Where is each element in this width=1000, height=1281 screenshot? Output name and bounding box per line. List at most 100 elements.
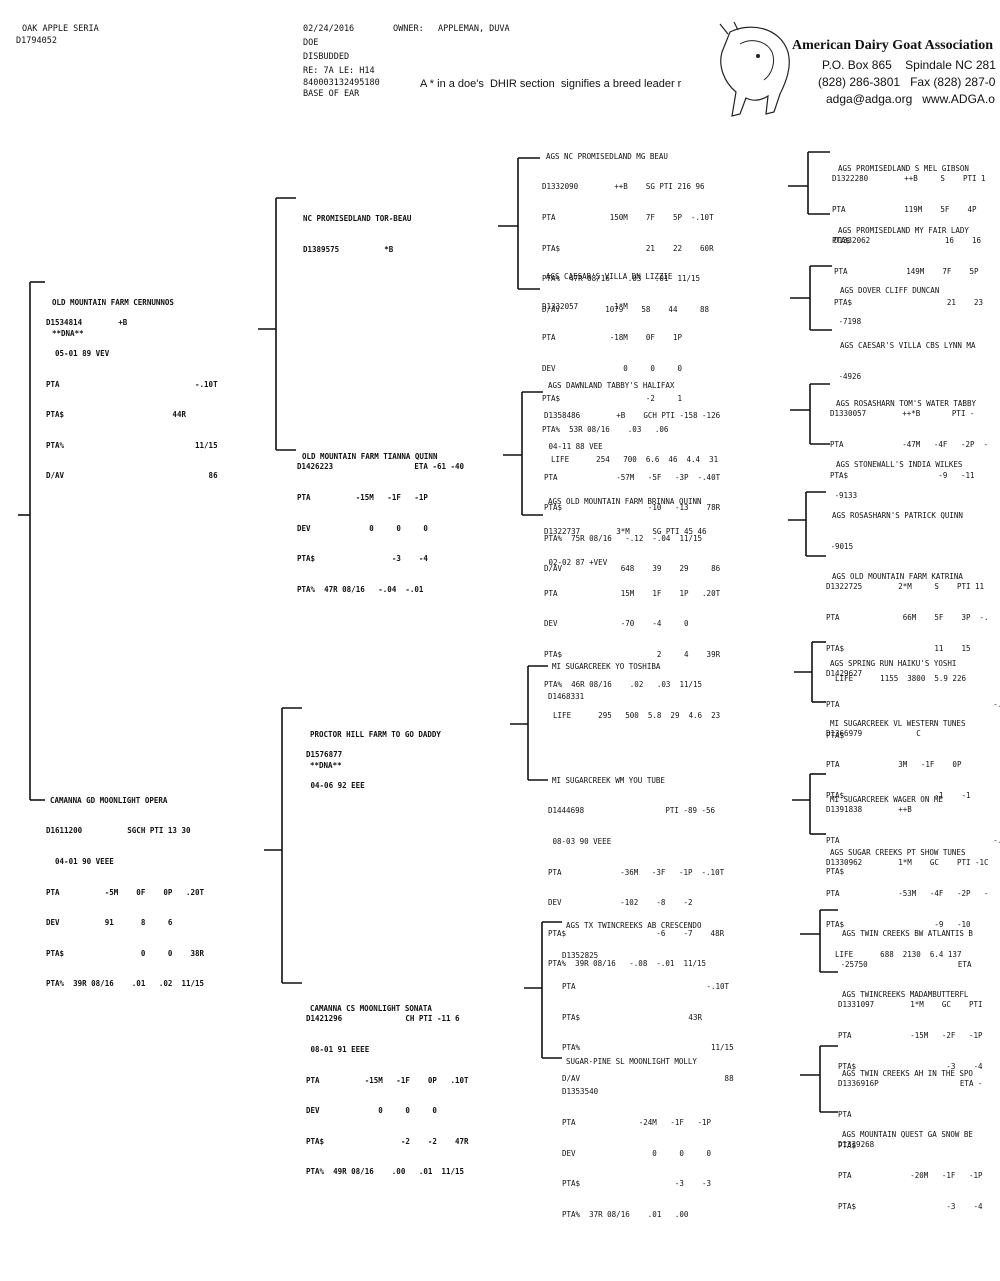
g15-line: PTA$: [838, 1140, 857, 1150]
ssd-line: D1332057 1*M: [542, 302, 628, 312]
ds-line: **DNA**: [310, 761, 342, 771]
ssd-line: LIFE 254 700 6.6 46 4.4 31: [542, 455, 719, 465]
g2-line: PTA$ 21 23: [834, 297, 984, 307]
sire-line: 05-01 89 VEV: [46, 349, 110, 359]
g4-ancestor-13: AGS TWIN CREEKS BW ATLANTIS B D-25750 ET…: [842, 909, 1000, 980]
g13-line: D-25750 ETA: [842, 960, 972, 970]
g8-line: PTA$ 11 15: [826, 643, 971, 653]
dam-line: DEV 91 8 6: [46, 918, 173, 928]
dam-line: PTA% 39R 08/16 .01 .02 11/15: [46, 979, 205, 989]
dds-details: D1352825 PTA -.10T PTA$ 43R PTA% 11/15 D…: [562, 931, 734, 1094]
sss-line: PTA% 47R 08/16 .03 .01 11/15: [542, 274, 701, 284]
g4-ancestor-1-details: D1322280 ++B S PTI 1 PTA 119M 5F 4P PTA$…: [832, 154, 1000, 256]
g8-line: D1322725 2*M S PTI 11: [826, 582, 985, 592]
sds-line: PTA$ -10 -13 78R: [544, 503, 721, 513]
ssd-line: PTA$ -2 1: [542, 394, 682, 404]
dds-line: D1352825: [562, 951, 599, 961]
association-web: adga@adga.org www.ADGA.o: [826, 92, 995, 106]
sss-line: PTA 150M 7F 5P -.10T: [542, 213, 714, 223]
g3-name: AGS DOVER CLIFF DUNCAN: [840, 286, 940, 296]
g7-name: AGS ROSASHARN'S PATRICK QUINN: [832, 511, 963, 521]
g9-name: AGS SPRING RUN HAIKU'S YOSHI: [830, 659, 957, 669]
dds-line: PTA% 11/15: [562, 1043, 734, 1053]
g4-ancestor-11: MI SUGARCREEK WAGER ON ME: [830, 775, 1000, 816]
ssd-line: DEV 0 0 0: [542, 363, 682, 373]
g2-line: D1332062: [834, 236, 871, 246]
ssd-name: AGS CAESAR'S VILLA DN LIZZIE: [546, 272, 673, 281]
association-name: American Dairy Goat Association: [792, 38, 994, 53]
sire-line: **DNA**: [52, 329, 84, 339]
sds-line: 04-11 88 VEE: [544, 442, 603, 452]
ds-line: D1576877: [306, 750, 343, 760]
dd-line: DEV 0 0 0: [306, 1106, 437, 1116]
microchip: 840003132495180: [303, 78, 380, 88]
g9-line: PTA$: [826, 730, 845, 740]
sdd-line: PTA% 46R 08/16 .02 .03 11/15: [544, 680, 703, 690]
ssd-line: PTA -18M 0F 1P: [542, 333, 682, 343]
dam-line: PTA -5M 0F 0P .20T: [46, 887, 205, 897]
dsd-line: D1444698 PTI -89 -56: [548, 806, 716, 816]
dss-line: D1468331: [548, 692, 585, 702]
g10-line: PTA 3M -1F 0P: [826, 760, 962, 770]
g5-line: D1330057 ++*B PTI -: [830, 409, 975, 419]
dsd-line: PTA -36M -3F -1P -.10T: [548, 867, 725, 877]
ddd-line: PTA$ -3 -3: [562, 1179, 712, 1189]
dam-sire-details: D1576877 04-06 92 EEE: [306, 730, 365, 801]
dam-details: D1611200 SGCH PTI 13 30 04-01 90 VEEE PT…: [46, 806, 204, 1000]
sdd-line: DEV -70 -4 0: [544, 619, 689, 629]
dds-line: PTA -.10T: [562, 982, 730, 992]
g10-line: D1366979 C: [826, 729, 921, 739]
sire-block: OLD MOUNTAIN FARM CERNUNNOS **DNA**: [52, 278, 174, 349]
goat-logo-icon: [719, 22, 790, 117]
dam-name: CAMANNA GD MOONLIGHT OPERA: [50, 796, 168, 805]
sds-line: PTA% 75R 08/16 -.12 -.04 11/15: [544, 533, 703, 543]
g4-ancestor-10: MI SUGARCREEK VL WESTERN TUNES: [830, 699, 1000, 740]
g4-ancestor-8: AGS OLD MOUNTAIN FARM KATRINA: [832, 552, 1000, 593]
ddd-line: PTA -24M -1F -1P: [562, 1118, 712, 1128]
ddd-line: DEV 0 0 0: [562, 1148, 712, 1158]
g4-ancestor-3: AGS DOVER CLIFF DUNCAN D-7198: [840, 266, 1000, 337]
g12-line: PTA -53M -4F -2P -: [826, 889, 989, 899]
dds-line: PTA$ 43R: [562, 1012, 702, 1022]
dss-name: MI SUGARCREEK YO TOSHIBA: [552, 662, 661, 671]
association-address: P.O. Box 865 Spindale NC 281: [822, 58, 996, 72]
g14-line: D1331097 1*M GC PTI: [838, 1000, 983, 1010]
ss-line: D1389575 *B: [303, 245, 394, 255]
g13-name: AGS TWIN CREEKS BW ATLANTIS B: [842, 929, 973, 939]
dam-dam-details: D1421296 CH PTI -11 6 08-01 91 EEEE PTA …: [306, 994, 469, 1188]
g9-line: PTA -.: [826, 700, 1000, 710]
dam-sire: PROCTOR HILL FARM TO GO DADDY **DNA**: [310, 710, 441, 781]
g4-ancestor-6: AGS STONEWALL'S INDIA WILKES D-9133: [836, 440, 1000, 511]
dd-line: PTA -15M -1F 0P .10T: [306, 1075, 469, 1085]
ss-name: NC PROMISEDLAND TOR-BEAU: [303, 214, 412, 224]
g1-line: PTA 119M 5F 4P: [832, 205, 977, 215]
g4-ancestor-16: AGS MOUNTAIN QUEST GA SNOW BE: [842, 1110, 1000, 1151]
sss-line: PTA$ 21 22 60R: [542, 243, 714, 253]
g4-ancestor-14: AGS TWINCREEKS MADAMBUTTERFL: [842, 970, 1000, 1011]
g15-line: D1336916P ETA -: [838, 1079, 983, 1089]
ds-name: PROCTOR HILL FARM TO GO DADDY: [310, 730, 441, 740]
g12-line: PTA$ -9 -10: [826, 919, 971, 929]
g2-name: AGS PROMISEDLAND MY FAIR LADY: [838, 226, 969, 236]
sd-line: DEV 0 0 0: [297, 523, 428, 533]
g16-name: AGS MOUNTAIN QUEST GA SNOW BE: [842, 1130, 973, 1140]
g4-ancestor-12-details: D1330962 1*M GC PTI -1C PTA -53M -4F -2P…: [826, 838, 1000, 971]
owner-label: OWNER:: [393, 24, 424, 34]
g5-name: AGS ROSASHARN TOM'S WATER TABBY: [836, 399, 976, 409]
g4-ancestor-9-details: D1429627 PTA -. PTA$: [826, 649, 1000, 751]
g4-name: AGS CAESAR'S VILLA CBS LYNN MA: [840, 341, 976, 351]
g1-line: D1322280 ++B S PTI 1: [832, 174, 986, 184]
sds-details: D1358486 +B GCH PTI -158 -126 04-11 88 V…: [544, 391, 720, 585]
sss-details: D1332090 ++B SG PTI 216 96 PTA 150M 7F 5…: [542, 162, 714, 325]
sd-line: PTA$ -3 -4: [297, 554, 428, 564]
g4-line: D-4926: [840, 372, 862, 382]
sdd-line: D1322737 3*M SG PTI 45 46: [544, 527, 707, 537]
sd-name: OLD MOUNTAIN FARM TIANNA QUINN: [302, 452, 438, 462]
g10-name: MI SUGARCREEK VL WESTERN TUNES: [830, 719, 966, 729]
sire-dam-details: D1426223 ETA -61 -40 PTA -15M -1F -1P DE…: [297, 442, 464, 605]
g4-ancestor-5: AGS ROSASHARN TOM'S WATER TABBY: [836, 379, 1000, 420]
animal-name: OAK APPLE SERIA: [22, 24, 99, 34]
g8-line: LIFE 1155 3800 5.9 226: [826, 674, 966, 684]
g4-ancestor-7: AGS ROSASHARN'S PATRICK QUINN D-9015: [832, 491, 1000, 562]
g4-ancestor-8-details: D1322725 2*M S PTI 11 PTA 66M 5F 3P -. P…: [826, 562, 1000, 695]
